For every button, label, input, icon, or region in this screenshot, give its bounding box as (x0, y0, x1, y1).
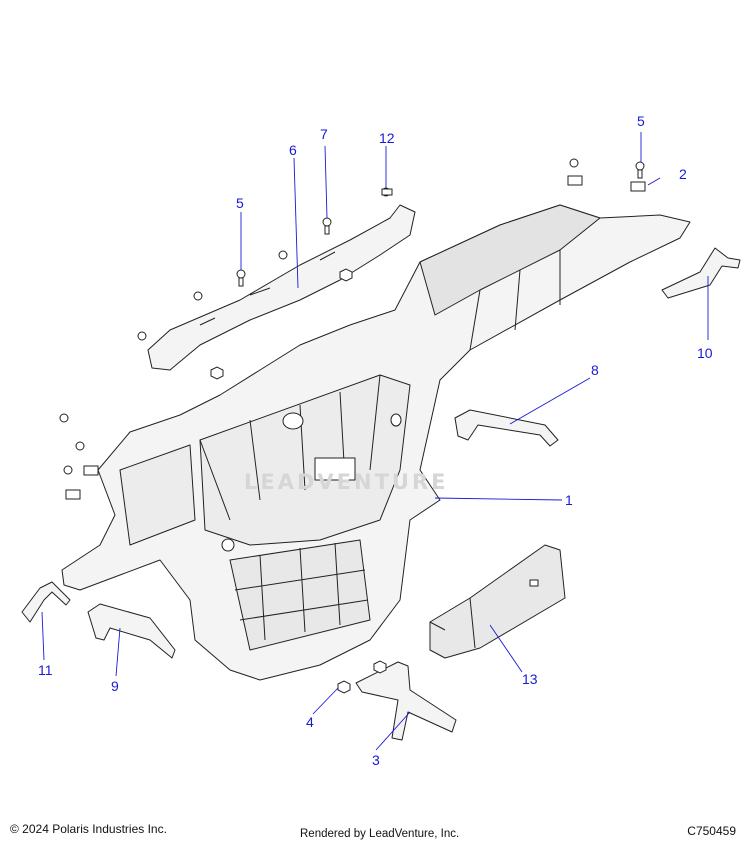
bolt-part-7 (322, 217, 332, 235)
callout-7[interactable]: 7 (320, 126, 328, 142)
rendered-by-text: Rendered by LeadVenture, Inc. (300, 828, 460, 840)
copyright-text: © 2024 Polaris Industries Inc. (10, 822, 167, 836)
bracket-part-3 (355, 661, 457, 741)
panel-part-13 (429, 544, 566, 659)
callout-12[interactable]: 12 (379, 130, 395, 146)
watermark-text: LEADVENTURE (244, 470, 449, 494)
callout-9[interactable]: 9 (111, 678, 119, 694)
bracket-part-8 (454, 409, 559, 447)
bolt-part-5-upper-right (635, 161, 645, 179)
bracket-part-11 (21, 581, 71, 623)
callout-5-right[interactable]: 5 (637, 113, 645, 129)
callout-1[interactable]: 1 (565, 492, 573, 508)
callout-6[interactable]: 6 (289, 142, 297, 158)
nut-part-4 (337, 680, 351, 694)
callout-2[interactable]: 2 (679, 166, 687, 182)
bolt-part-5-left (236, 269, 246, 287)
callout-11[interactable]: 11 (38, 662, 53, 678)
callout-8[interactable]: 8 (591, 362, 599, 378)
diagram-code: C750459 (687, 824, 736, 838)
callout-3[interactable]: 3 (372, 752, 380, 768)
callout-5-left[interactable]: 5 (236, 195, 244, 211)
callout-10[interactable]: 10 (697, 345, 713, 361)
bracket-part-9 (87, 603, 176, 659)
bracket-part-10 (661, 247, 741, 299)
callout-4[interactable]: 4 (306, 714, 314, 730)
callout-13[interactable]: 13 (522, 671, 538, 687)
bolt-part-12 (381, 187, 393, 197)
clip-part-2 (630, 181, 646, 192)
bracket-part-6 (147, 204, 416, 371)
